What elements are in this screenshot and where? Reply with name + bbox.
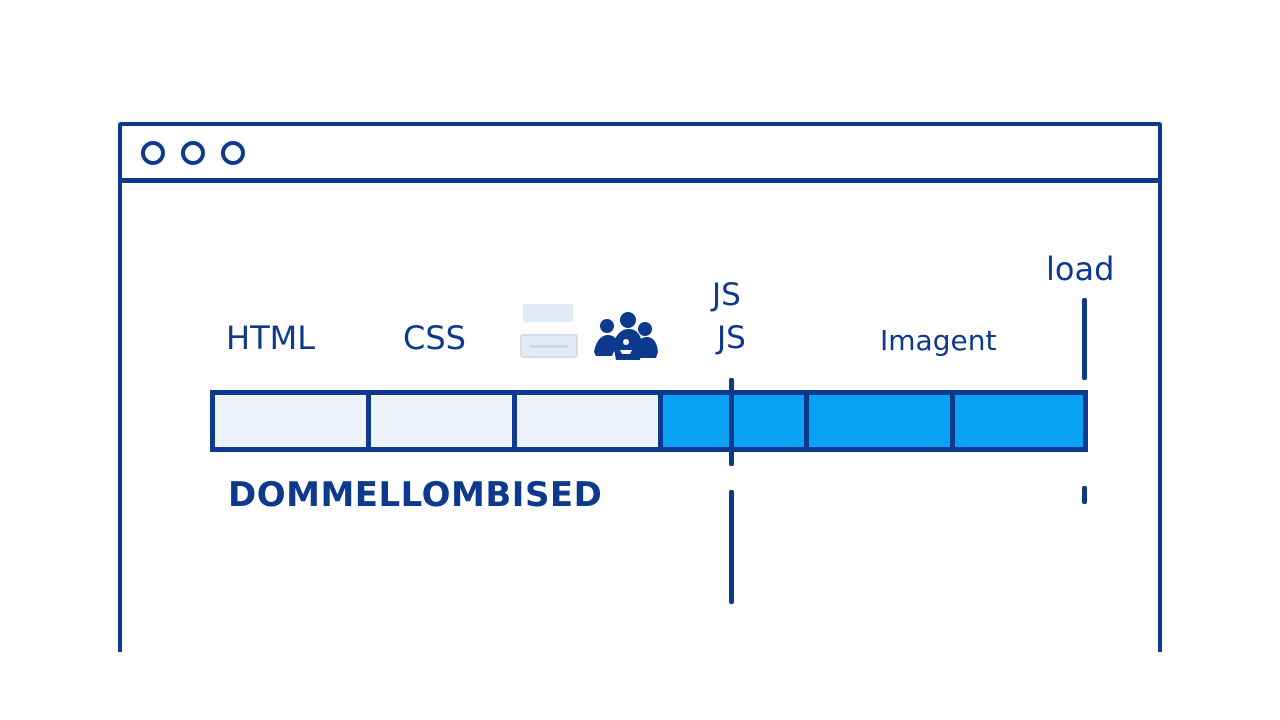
js-marker-line	[729, 378, 734, 466]
people-group-icon	[594, 312, 658, 360]
window-control-dot-icon[interactable]	[181, 141, 205, 165]
timeline-segment-2	[366, 395, 512, 447]
html-label: HTML	[226, 319, 316, 357]
js-label: JS	[717, 320, 746, 356]
js-label: JS	[712, 277, 741, 313]
titlebar-divider	[118, 178, 1162, 183]
window-control-dot-icon[interactable]	[221, 141, 245, 165]
load-marker-tick	[1082, 486, 1087, 504]
timeline-segment-3	[512, 395, 658, 447]
timeline-segment-1	[215, 395, 366, 447]
css-label: CSS	[403, 319, 466, 357]
timeline-segment-5	[804, 395, 950, 447]
loading-timeline-bar	[210, 390, 1088, 452]
dom-marker-line	[729, 490, 734, 604]
dom-label: DOMMELLOMBISED	[228, 475, 603, 515]
timeline-segment-6	[950, 395, 1083, 447]
load-label: load	[1046, 250, 1115, 288]
load-marker-line	[1082, 298, 1087, 380]
image-label: Imagent	[880, 324, 997, 357]
browser-window-frame	[118, 122, 1162, 652]
window-control-dot-icon[interactable]	[141, 141, 165, 165]
placeholder-card-icon	[520, 304, 580, 358]
